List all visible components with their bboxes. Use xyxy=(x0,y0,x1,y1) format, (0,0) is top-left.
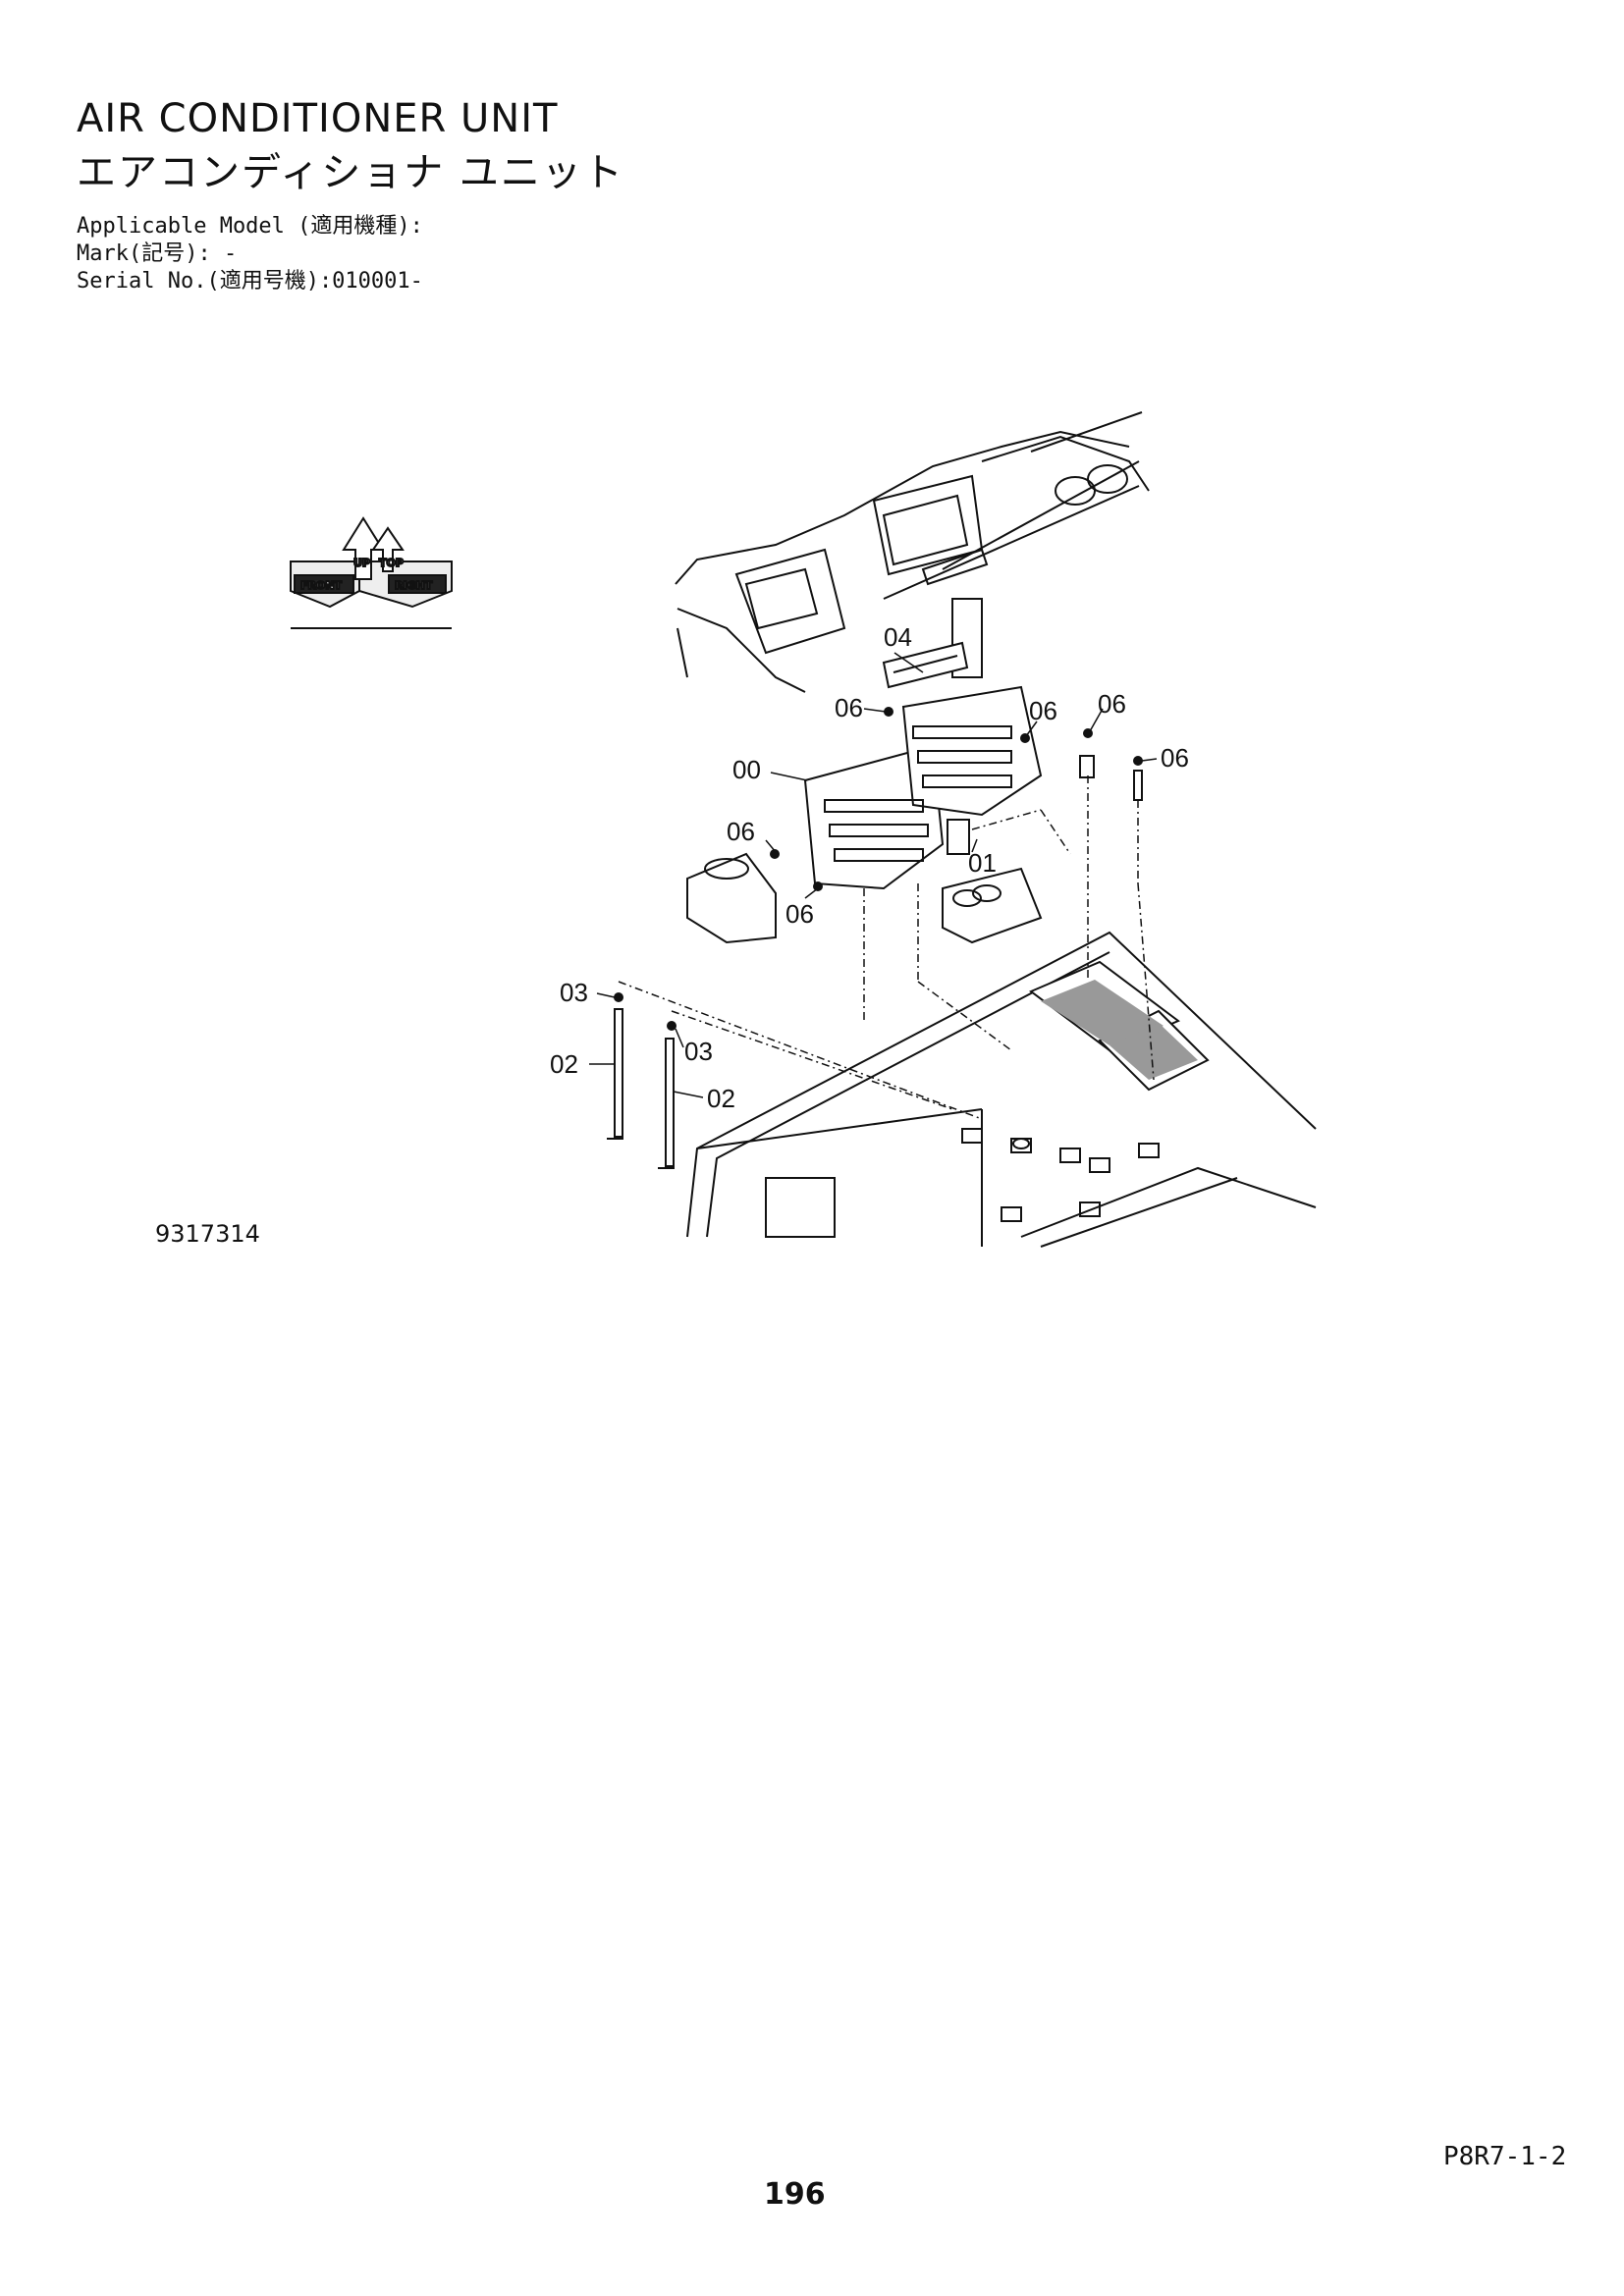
cab-console-drawing xyxy=(675,411,1150,693)
orientation-top-label: TOP xyxy=(379,557,404,569)
orientation-icon: FRONT RIGHT UP TOP xyxy=(290,516,453,629)
floor-frame-drawing xyxy=(686,931,1317,1248)
callout-labels: 04 06 06 06 06 00 06 06 01 03 02 03 02 xyxy=(550,622,1189,1113)
page-title: AIR CONDITIONER UNIT xyxy=(77,96,559,141)
rod-drawing xyxy=(607,1008,675,1169)
page-number: 196 xyxy=(764,2177,826,2212)
orientation-front-label: FRONT xyxy=(300,579,343,592)
bolt-drawing xyxy=(614,707,1143,1031)
callout-06: 06 xyxy=(1161,743,1189,773)
ac-unit-drawing xyxy=(803,641,1043,890)
callout-06: 06 xyxy=(785,899,814,929)
callout-06: 06 xyxy=(1029,696,1057,725)
callout-03: 03 xyxy=(560,978,588,1007)
callout-06: 06 xyxy=(835,693,863,722)
leader-lines xyxy=(589,652,1158,1098)
applicable-model-label: Applicable Model (適用機種): xyxy=(77,214,423,239)
serial-number-label: Serial No.(適用号機):010001- xyxy=(77,269,423,294)
orientation-up-label: UP xyxy=(353,557,370,569)
callout-01: 01 xyxy=(968,848,997,878)
figure-number: 9317314 xyxy=(155,1220,260,1248)
callout-06: 06 xyxy=(727,817,755,846)
callout-03: 03 xyxy=(684,1037,713,1066)
orientation-right-label: RIGHT xyxy=(395,579,433,592)
callout-00: 00 xyxy=(732,755,761,784)
callout-06: 06 xyxy=(1098,689,1126,719)
callout-02: 02 xyxy=(707,1084,735,1113)
callout-02: 02 xyxy=(550,1049,578,1079)
callout-04: 04 xyxy=(884,622,912,652)
assembly-lines xyxy=(618,775,1155,1120)
page-code: P8R7-1-2 xyxy=(1443,2142,1567,2171)
duct-drawing xyxy=(686,852,1043,944)
page-title-japanese: エアコンディショナ ユニット xyxy=(77,150,624,195)
mark-label: Mark(記号): - xyxy=(77,241,238,266)
